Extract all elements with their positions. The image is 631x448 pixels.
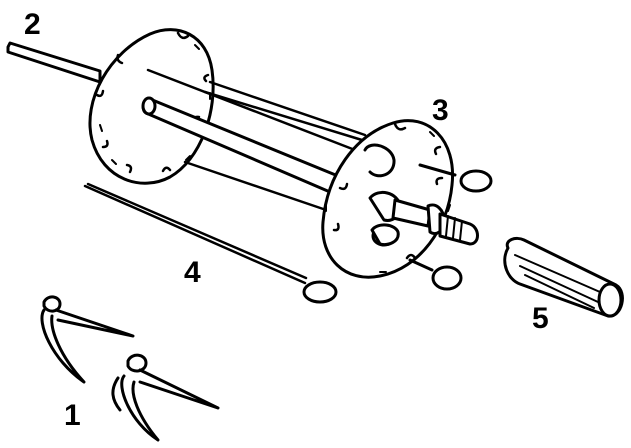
left-disc-rim-dashes [99, 44, 211, 165]
skewer-eye-lower [408, 258, 434, 272]
left-disc-prong-upper [146, 68, 357, 152]
skewer [83, 182, 338, 304]
fork-lower [111, 353, 220, 442]
label-disc-assembly: 3 [432, 94, 449, 127]
label-forks: 1 [64, 399, 81, 432]
fork-lower-tine-long [138, 368, 220, 410]
skewer-loop [302, 280, 338, 304]
fork-upper-tine-down [40, 308, 86, 384]
spit-rod-end-cap [141, 96, 157, 116]
handle [503, 236, 624, 318]
left-disc-prong-right [208, 80, 367, 137]
right-disc-notches [332, 122, 444, 260]
label-handle: 5 [532, 302, 549, 335]
spit-rod-left-end [6, 41, 102, 84]
disc-assembly [321, 119, 493, 291]
fork-upper-screw [42, 295, 62, 313]
spit-rod-assembly [6, 28, 367, 215]
fork-lower-screw [126, 353, 148, 373]
threaded-end [438, 212, 479, 246]
left-disc-prong-right-2 [203, 90, 364, 142]
label-skewer: 4 [184, 256, 201, 289]
right-disc-rim-dashes [325, 131, 451, 273]
forks [40, 295, 220, 442]
fork-upper-tine-long [54, 308, 135, 338]
fork-upper [40, 295, 135, 384]
skewer-shaft [83, 184, 307, 285]
left-disc-prong-lower [183, 160, 337, 215]
skewer-eye-upper-loop [459, 169, 493, 193]
bolt-shaft [391, 198, 432, 228]
thread-lines [445, 215, 463, 241]
label-spit-rod: 2 [24, 8, 41, 41]
handle-grooves [514, 254, 601, 309]
fork-lower-side [111, 376, 122, 412]
disc-loop-upper [363, 143, 396, 178]
handle-end [597, 282, 623, 318]
skewer-eye-lower-loop [431, 265, 463, 291]
wing-nut-lower [370, 223, 400, 246]
fork-lower-tine-down [120, 374, 160, 442]
skewer-eye-upper [418, 163, 457, 177]
skewer-shaft-2 [86, 182, 308, 280]
